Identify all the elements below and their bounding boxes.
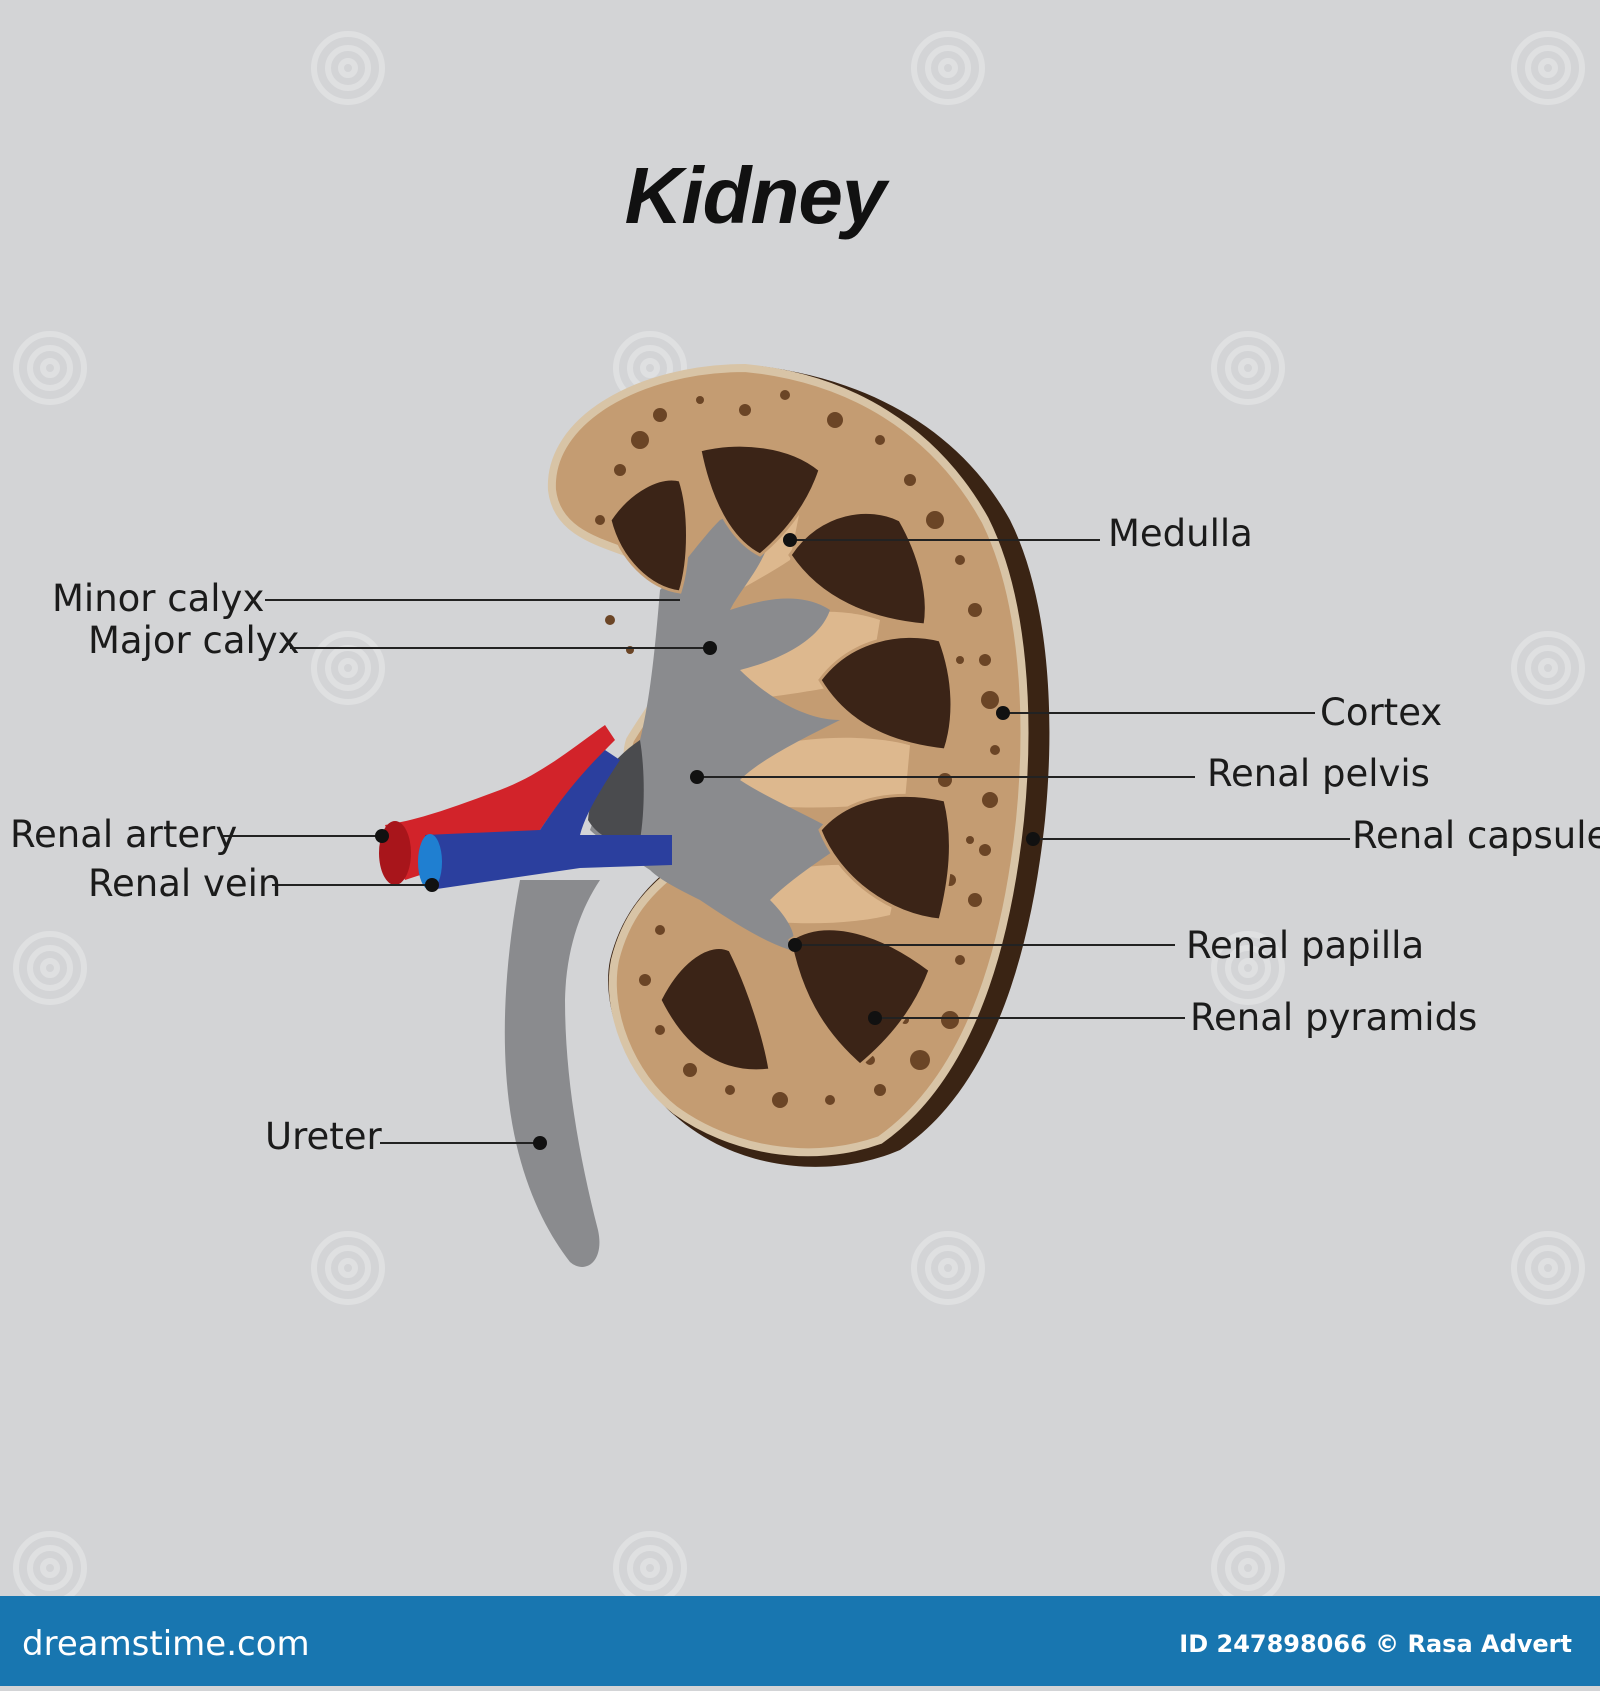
pyramid-2 <box>698 443 822 557</box>
label-cortex: Cortex <box>1320 691 1443 734</box>
label-renal-vein: Renal vein <box>88 862 282 905</box>
renal-pyramids <box>608 443 954 1073</box>
watermark-layer <box>13 31 1585 1605</box>
renal-sinus <box>588 740 644 842</box>
footer-bar: dreamstime.com ID 247898066 © Rasa Adver… <box>0 1596 1600 1686</box>
footer-brand[interactable]: dreamstime.com <box>22 1624 310 1664</box>
renal-vein-shape <box>425 750 672 890</box>
leader-lines <box>222 539 1350 1144</box>
label-renal-papilla: Renal papilla <box>1186 924 1425 967</box>
diagram-title: Kidney <box>624 151 887 240</box>
ureter-shape <box>504 880 600 1267</box>
leader-dots <box>375 533 1040 1150</box>
label-renal-pyramids: Renal pyramids <box>1190 996 1478 1039</box>
label-renal-artery: Renal artery <box>10 813 238 856</box>
label-renal-capsule: Renal capsule <box>1352 814 1600 857</box>
pyramid-7 <box>658 945 772 1073</box>
label-medulla: Medulla <box>1108 512 1253 555</box>
pyramid-6 <box>788 927 932 1067</box>
pyramid-1 <box>608 477 689 594</box>
pyramid-5 <box>818 794 952 922</box>
label-ureter: Ureter <box>265 1115 382 1158</box>
label-renal-pelvis: Renal pelvis <box>1207 752 1430 795</box>
label-major-calyx: Major calyx <box>88 619 300 662</box>
label-minor-calyx: Minor calyx <box>52 577 265 620</box>
footer-credit: ID 247898066 © Rasa Advert <box>1179 1630 1572 1658</box>
renal-vein-end <box>418 834 442 890</box>
pyramid-4 <box>818 634 954 752</box>
